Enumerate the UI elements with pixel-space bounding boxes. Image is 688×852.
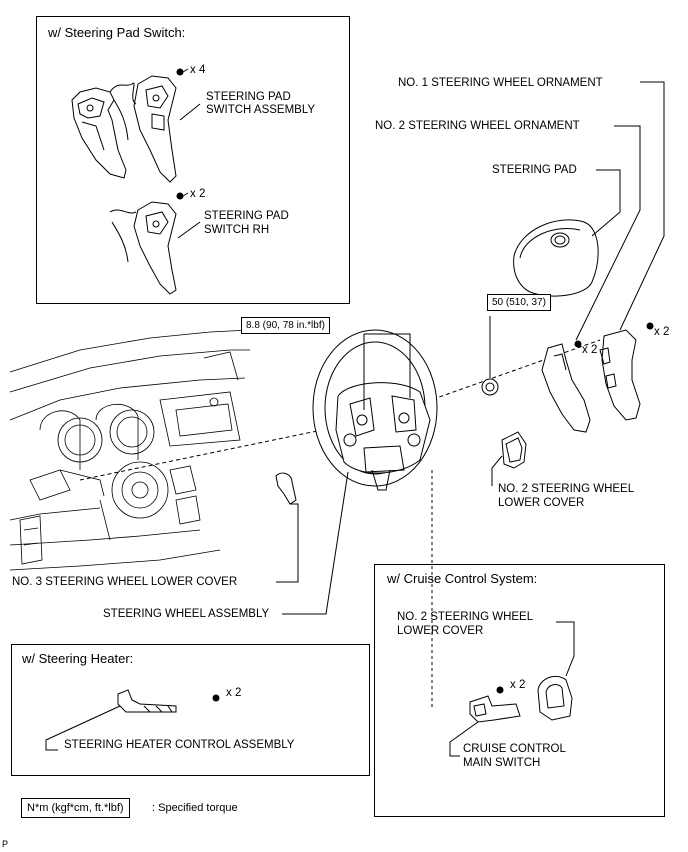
label-steering-pad: STEERING PAD [492,164,577,176]
label-cruise-switch-line1: CRUISE CONTROL [463,743,566,755]
torque-wheel-bolts: 8.8 (90, 78 in.*lbf) [241,317,330,334]
no2-steering-wheel-ornament-part [541,343,591,433]
label-no3-lower-cover: NO. 3 STEERING WHEEL LOWER COVER [12,576,238,588]
legend-torque-meaning: : Specified torque [152,802,238,814]
label-cruise-switch-line2: MAIN SWITCH [463,757,541,769]
center-nut-part [481,378,499,396]
box-title-cruise-control: w/ Cruise Control System: [387,571,538,586]
qty-x2-heater: x 2 [226,687,242,699]
label-steering-wheel-assembly: STEERING WHEEL ASSEMBLY [103,608,270,620]
cruise-control-switch-part [469,695,521,723]
label-cc-lower-cover-line2: LOWER COVER [397,625,484,637]
cc-lower-cover-part [537,675,573,721]
steering-wheel-assembly-part [312,329,438,491]
screw-icon [176,192,189,200]
cruise-control-box [374,564,665,817]
label-cc-lower-cover-line1: NO. 2 STEERING WHEEL [397,611,534,623]
no1-steering-wheel-ornament-part [599,329,641,421]
torque-center-nut: 50 (510, 37) [487,294,551,311]
steering-pad-switch-box [36,16,350,304]
screw-icon [574,322,654,348]
box-title-steering-heater: w/ Steering Heater: [22,651,134,666]
steering-pad-switch-rh-part [109,201,177,295]
label-pad-switch-rh-line2: SWITCH RH [204,224,270,236]
steering-heater-box [11,644,370,776]
label-heater-control: STEERING HEATER CONTROL ASSEMBLY [64,739,295,751]
label-pad-switch-assembly-line2: SWITCH ASSEMBLY [206,104,316,116]
screw-icon [212,694,220,702]
no3-lower-cover-part [275,472,297,505]
steering-pad-part [513,219,599,297]
steering-heater-control-part [117,689,177,713]
box-title-steering-pad-switch: w/ Steering Pad Switch: [48,25,186,40]
label-no2-lower-cover-line1: NO. 2 STEERING WHEEL [498,483,635,495]
legend-torque-unit: N*m (kgf*cm, ft.*lbf) [21,798,130,818]
qty-x2-ornament-a: x 2 [582,344,598,356]
steering-pad-switch-assembly-part [71,75,177,183]
no2-lower-cover-part [501,431,527,469]
label-no2-lower-cover-line2: LOWER COVER [498,497,585,509]
label-pad-switch-rh-line1: STEERING PAD [204,210,289,222]
qty-x2-rh: x 2 [190,188,206,200]
screw-icon [496,686,504,694]
label-no1-ornament: NO. 1 STEERING WHEEL ORNAMENT [398,77,603,89]
qty-x2-ornament-b: x 2 [654,326,670,338]
label-no2-ornament: NO. 2 STEERING WHEEL ORNAMENT [375,120,580,132]
corner-mark: P [2,839,9,849]
screw-icon [176,68,189,76]
instrument-panel-illustration [9,329,251,571]
qty-x2-cruise: x 2 [510,679,526,691]
qty-x4: x 4 [190,64,206,76]
label-pad-switch-assembly-line1: STEERING PAD [206,91,291,103]
